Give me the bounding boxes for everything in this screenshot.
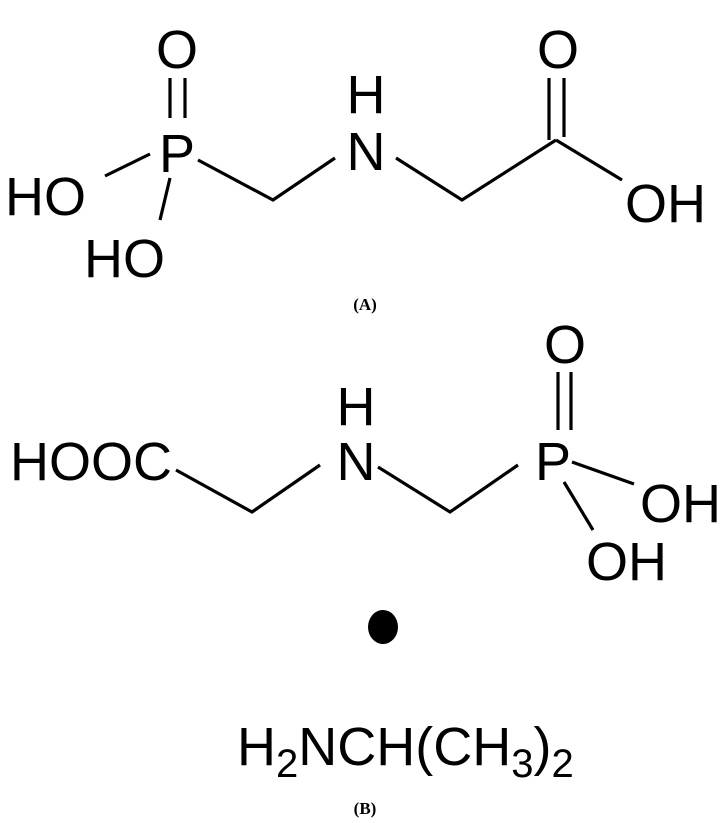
- atom-oh-lower: OH: [586, 532, 667, 592]
- caption-a: (A): [353, 295, 377, 314]
- bond-n-ch2-c: [395, 138, 557, 202]
- atom-o-phosphoryl: O: [156, 20, 198, 80]
- atom-ho-left: HO: [5, 167, 86, 227]
- panel-b-structure: O P HOOC H N OH OH H2NCH(CH3)2 (B): [10, 315, 721, 818]
- formula-sub-3: 3: [511, 742, 533, 786]
- bond-p-ch2-n: [197, 156, 336, 202]
- atom-oh-right: OH: [625, 174, 706, 234]
- atom-oh-right: OH: [640, 474, 721, 534]
- atom-n: N: [347, 122, 386, 182]
- atom-hooc: HOOC: [10, 432, 172, 492]
- atom-ho-lower: HO: [84, 229, 165, 289]
- bond-n-ch2-p: [377, 463, 519, 514]
- atom-h-amine: H: [347, 65, 386, 125]
- salt-bullet-icon: [368, 610, 398, 644]
- bond-p-oh-lower: [562, 481, 595, 531]
- formula-h: H: [237, 717, 276, 777]
- bond-p-ho-left: [104, 152, 151, 178]
- formula-sub-2: 2: [276, 742, 298, 786]
- counterion-formula: H2NCH(CH3)2: [237, 717, 574, 786]
- formula-sub-2b: 2: [551, 742, 573, 786]
- panel-a-structure: O P HO HO H N O OH (A): [5, 20, 706, 314]
- atom-p: P: [159, 124, 195, 184]
- bond-c-ch2-n: [175, 463, 321, 514]
- atom-o-phosphoryl: O: [544, 315, 586, 375]
- caption-b: (B): [354, 799, 377, 818]
- atom-n: N: [337, 432, 376, 492]
- atom-o-carbonyl: O: [537, 20, 579, 80]
- bond-c-oh: [555, 138, 623, 182]
- formula-nch-ch: NCH(CH: [298, 717, 511, 777]
- formula-paren: ): [533, 717, 551, 777]
- atom-h-amine: H: [337, 377, 376, 437]
- bond-p-ho-lower: [158, 177, 172, 221]
- bond-p-oh-right: [571, 460, 635, 486]
